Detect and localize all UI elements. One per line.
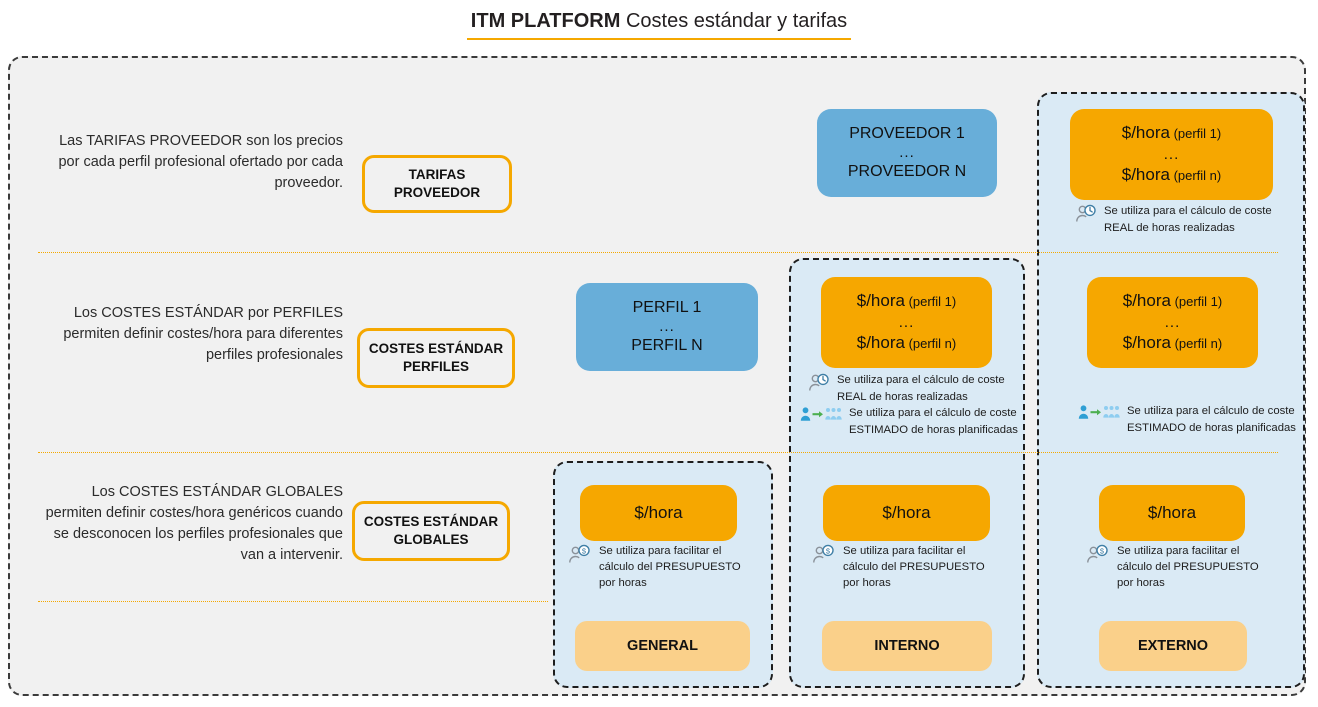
rate-line-last: $/hora (perfil n)	[856, 333, 957, 352]
person-clock-icon	[808, 373, 830, 393]
rate-line-first: $/hora (perfil 1)	[856, 291, 957, 310]
rate-line-first: $/hora (perfil 1)	[1122, 291, 1223, 310]
note-line-1: Se utiliza para facilitar el	[843, 545, 966, 557]
rate-line-first: $/hora (perfil 1)	[1121, 123, 1222, 142]
note-text: Se utiliza para el cálculo de coste REAL…	[837, 372, 1005, 406]
svg-text:$: $	[826, 547, 831, 556]
proveedor-ellipsis: ...	[899, 144, 915, 161]
global-rate: $/hora	[882, 503, 931, 522]
column-label-general[interactable]: GENERAL	[575, 621, 750, 671]
rate-line-last: $/hora (perfil n)	[1122, 333, 1223, 352]
row-description-perfiles: Los COSTES ESTÁNDAR por PERFILES permite…	[63, 305, 343, 363]
note-text: Se utiliza para el cálculo de coste ESTI…	[1127, 403, 1296, 437]
note-real-externo: Se utiliza para el cálculo de coste REAL…	[1075, 203, 1272, 237]
row-divider-3	[38, 601, 548, 602]
note-text: Se utiliza para el cálculo de coste REAL…	[1104, 203, 1272, 237]
title-subject: Costes estándar y tarifas	[620, 10, 848, 32]
orange-box-globales-general: $/hora	[580, 485, 737, 541]
note-line-2: cálculo del PRESUPUESTO	[599, 561, 741, 573]
orange-box-tarifas-externo: $/hora (perfil 1) ... $/hora (perfil n)	[1070, 109, 1273, 200]
perfil-last: PERFIL N	[631, 337, 703, 354]
orange-box-perfiles-interno: $/hora (perfil 1) ... $/hora (perfil n)	[821, 277, 992, 368]
label-box-costes-estandar-perfiles[interactable]: COSTES ESTÁNDAR PERFILES	[357, 328, 515, 388]
person-clock-icon	[1075, 204, 1097, 224]
person-money-icon: $	[812, 544, 836, 566]
row-divider-1	[38, 252, 1278, 253]
note-line-3: por horas	[843, 577, 891, 589]
note-presupuesto-general: $ Se utiliza para facilitar el cálculo d…	[568, 543, 741, 591]
note-line-1: Se utiliza para el cálculo de coste	[1104, 205, 1272, 217]
perfil-ellipsis: ...	[659, 318, 675, 335]
person-money-icon: $	[1086, 544, 1110, 566]
note-line-2: cálculo del PRESUPUESTO	[843, 561, 985, 573]
title-brand: ITM PLATFORM	[470, 10, 621, 32]
note-line-2: REAL de horas realizadas	[837, 391, 968, 403]
global-rate: $/hora	[634, 503, 683, 522]
note-line-1: Se utiliza para el cálculo de coste	[849, 407, 1017, 419]
orange-box-globales-interno: $/hora	[823, 485, 990, 541]
rate-ellipsis: ...	[1163, 146, 1180, 163]
svg-text:$: $	[1100, 547, 1105, 556]
rate-ellipsis: ...	[1164, 314, 1181, 331]
blue-box-proveedores: PROVEEDOR 1 ... PROVEEDOR N	[817, 109, 997, 197]
note-text: Se utiliza para facilitar el cálculo del…	[599, 543, 741, 591]
label-box-tarifas-proveedor[interactable]: TARIFAS PROVEEDOR	[362, 155, 512, 213]
note-line-1: Se utiliza para el cálculo de coste	[837, 374, 1005, 386]
row-divider-2	[38, 452, 1278, 453]
person-money-icon: $	[568, 544, 592, 566]
note-presupuesto-externo: $ Se utiliza para facilitar el cálculo d…	[1086, 543, 1259, 591]
orange-box-globales-externo: $/hora	[1099, 485, 1245, 541]
proveedor-first: PROVEEDOR 1	[849, 125, 965, 142]
rate-line-last: $/hora (perfil n)	[1121, 165, 1222, 184]
note-line-2: REAL de horas realizadas	[1104, 222, 1235, 234]
blue-box-perfiles: PERFIL 1 ... PERFIL N	[576, 283, 758, 371]
rate-ellipsis: ...	[898, 314, 915, 331]
page-title: ITM PLATFORM Costes estándar y tarifas	[0, 8, 1318, 40]
svg-text:$: $	[582, 547, 587, 556]
person-arrow-group-icon	[800, 406, 842, 424]
note-line-3: por horas	[1117, 577, 1165, 589]
note-presupuesto-interno: $ Se utiliza para facilitar el cálculo d…	[812, 543, 985, 591]
note-line-1: Se utiliza para el cálculo de coste	[1127, 405, 1295, 417]
global-rate: $/hora	[1147, 503, 1197, 522]
label-box-costes-estandar-globales[interactable]: COSTES ESTÁNDAR GLOBALES	[352, 501, 510, 561]
perfil-first: PERFIL 1	[632, 299, 702, 316]
note-text: Se utiliza para facilitar el cálculo del…	[1117, 543, 1259, 591]
person-arrow-group-icon	[1078, 404, 1120, 422]
proveedor-last: PROVEEDOR N	[847, 163, 967, 180]
row-description-globales: Los COSTES ESTÁNDAR GLOBALES permiten de…	[45, 484, 343, 563]
note-line-2: ESTIMADO de horas planificadas	[1127, 422, 1296, 434]
column-label-interno[interactable]: INTERNO	[822, 621, 992, 671]
note-text: Se utiliza para facilitar el cálculo del…	[843, 543, 985, 591]
note-real-interno: Se utiliza para el cálculo de coste REAL…	[808, 372, 1005, 406]
note-line-1: Se utiliza para facilitar el	[599, 545, 722, 557]
row-description-tarifas: Las TARIFAS PROVEEDOR son los precios po…	[58, 133, 343, 191]
orange-box-perfiles-externo: $/hora (perfil 1) ... $/hora (perfil n)	[1087, 277, 1258, 368]
note-line-3: por horas	[599, 577, 647, 589]
note-line-2: ESTIMADO de horas planificadas	[849, 424, 1018, 436]
note-text: Se utiliza para el cálculo de coste ESTI…	[849, 405, 1018, 439]
note-estimado-externo: Se utiliza para el cálculo de coste ESTI…	[1078, 403, 1296, 437]
column-label-externo[interactable]: EXTERNO	[1099, 621, 1247, 671]
note-line-2: cálculo del PRESUPUESTO	[1117, 561, 1259, 573]
note-estimado-interno: Se utiliza para el cálculo de coste ESTI…	[800, 405, 1018, 439]
note-line-1: Se utiliza para facilitar el	[1117, 545, 1240, 557]
